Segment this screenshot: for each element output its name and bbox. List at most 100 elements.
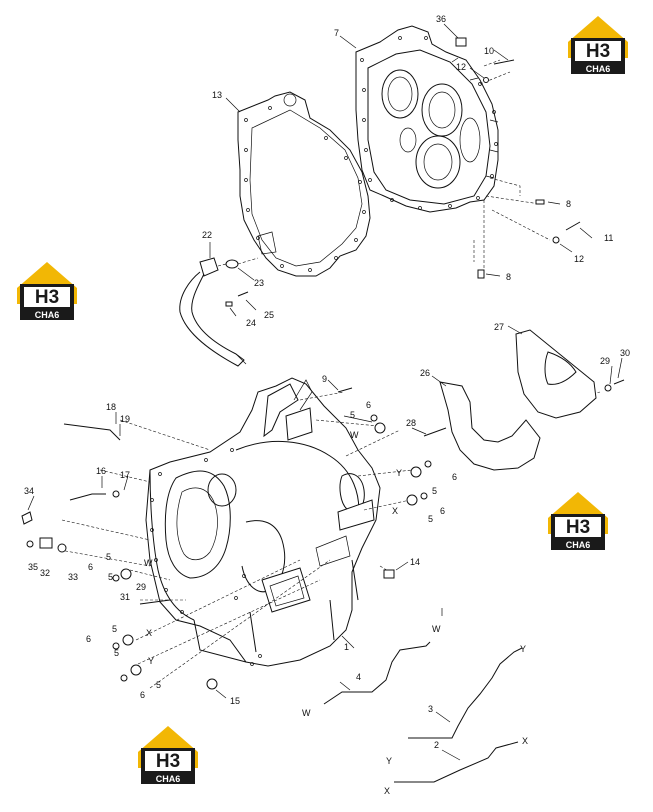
callout-19: 19: [120, 414, 130, 424]
callout-27: 27: [494, 322, 504, 332]
callout-X: X: [392, 506, 398, 516]
callout-3: 3: [428, 704, 433, 714]
callout-W: W: [350, 430, 359, 440]
callout-Y: Y: [520, 644, 526, 654]
plug-14: [383, 569, 395, 579]
o-ring-6: [424, 460, 432, 468]
gasket-13: [237, 91, 371, 277]
callout-35: 35: [28, 562, 38, 572]
callout-29: 29: [600, 356, 610, 366]
callout-X: X: [384, 786, 390, 796]
callout-6: 6: [140, 690, 145, 700]
tube-2: [394, 741, 519, 783]
washer-12: [552, 236, 560, 244]
callout-32: 32: [40, 568, 50, 578]
screw-28: [423, 427, 447, 437]
transmission-housing-1: [145, 377, 381, 667]
o-ring-6: [120, 674, 128, 682]
gasket-bolt-holes: [244, 106, 366, 272]
callout-2: 2: [434, 740, 439, 750]
housing-cover-7: [355, 25, 499, 213]
o-ring-23: [225, 259, 239, 269]
filler-tube-22: [179, 257, 247, 367]
brand-logo: H3 CHA6: [138, 726, 198, 784]
callout-6: 6: [88, 562, 93, 572]
svg-text:CHA6: CHA6: [586, 64, 611, 74]
callout-13: 13: [212, 90, 222, 100]
callout-14: 14: [410, 557, 420, 567]
callout-W: W: [302, 708, 311, 718]
callout-6: 6: [86, 634, 91, 644]
callout-5: 5: [428, 514, 433, 524]
callout-15: 15: [230, 696, 240, 706]
bolt-9: [337, 387, 353, 393]
o-ring-6: [370, 414, 378, 422]
callout-Y: Y: [386, 756, 392, 766]
svg-text:H3: H3: [586, 41, 610, 62]
fittings: [21, 387, 447, 690]
brand-logo: H3 CHA6: [17, 262, 77, 320]
washer-29: [604, 384, 612, 392]
callout-31: 31: [120, 592, 130, 602]
clip-34: [21, 511, 33, 525]
callout-5: 5: [112, 624, 117, 634]
callout-W: W: [144, 558, 153, 568]
callout-X: X: [522, 736, 528, 746]
o-ring-33: [57, 543, 67, 553]
callout-24: 24: [246, 318, 256, 328]
plug-5: [406, 494, 418, 506]
baffle-26: [439, 381, 541, 471]
o-ring-35: [26, 540, 34, 548]
dowel-8: [535, 199, 545, 205]
callout-17: 17: [120, 470, 130, 480]
brand-logo: H3 CHA6: [568, 16, 628, 74]
o-ring-6: [112, 642, 120, 650]
callout-6: 6: [452, 472, 457, 482]
callout-5: 5: [114, 648, 119, 658]
wire-18: [63, 423, 121, 441]
callout-12: 12: [456, 62, 466, 72]
callout-26: 26: [420, 368, 430, 378]
svg-text:H3: H3: [156, 751, 180, 772]
callout-8: 8: [566, 199, 571, 209]
o-ring-6: [420, 492, 428, 500]
svg-text:CHA6: CHA6: [35, 310, 60, 320]
callout-5: 5: [350, 410, 355, 420]
tube-4: [323, 641, 431, 705]
callout-36: 36: [436, 14, 446, 24]
callout-22: 22: [202, 230, 212, 240]
callout-X: X: [146, 628, 152, 638]
callout-11: 11: [604, 233, 613, 243]
callout-Y: Y: [396, 468, 402, 478]
plug-5: [410, 466, 422, 478]
callout-12: 12: [574, 254, 584, 264]
svg-text:CHA6: CHA6: [566, 540, 591, 550]
brand-logo: H3 CHA6: [548, 492, 608, 550]
callout-leaders: [27, 23, 623, 761]
tube-3: [408, 647, 523, 739]
callout-6: 6: [366, 400, 371, 410]
callout-4: 4: [356, 672, 361, 682]
callout-29: 29: [136, 582, 146, 592]
plug-5: [374, 422, 386, 434]
plug-15: [206, 678, 218, 690]
bolt-11: [565, 221, 581, 231]
bolt-10: [493, 59, 515, 65]
bolt-24: [225, 301, 233, 307]
o-ring-6: [112, 574, 120, 582]
callout-5: 5: [108, 572, 113, 582]
callout-5: 5: [432, 486, 437, 496]
baffle-27: [515, 329, 597, 419]
dowel-8: [477, 269, 485, 279]
bolt-31: [139, 599, 171, 605]
bolt-30: [613, 379, 625, 385]
plug-5: [120, 568, 132, 580]
callout-1: 1: [344, 642, 349, 652]
callout-30: 30: [620, 348, 630, 358]
callout-5: 5: [106, 552, 111, 562]
callout-16: 16: [96, 466, 106, 476]
callout-labels: 7 36 10 12 13 8 11 12 8 22 23 24 25 27 2…: [24, 14, 630, 796]
callout-7: 7: [334, 28, 339, 38]
svg-text:H3: H3: [566, 517, 590, 538]
